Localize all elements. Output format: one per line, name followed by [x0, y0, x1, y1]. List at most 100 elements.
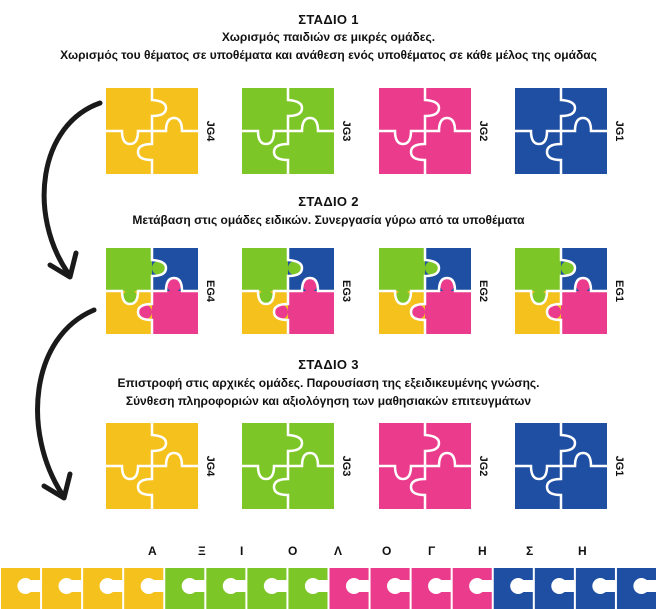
- puzzle-knob: [123, 290, 137, 304]
- strip-piece-notch-gap: [66, 580, 83, 592]
- puzzle-knob: [123, 130, 137, 144]
- puzzle-knob: [440, 278, 454, 292]
- puzzle-knob: [303, 453, 317, 467]
- puzzle-group: JG3: [242, 423, 364, 509]
- puzzle-icon: [242, 248, 334, 334]
- puzzle-knob: [576, 278, 590, 292]
- puzzle-piece: [242, 88, 288, 131]
- puzzle-label: JG2: [477, 120, 489, 142]
- puzzle-knob: [547, 145, 561, 159]
- puzzle-label: EG1: [613, 279, 625, 302]
- puzzle-knob: [167, 453, 181, 467]
- strip-piece-notch-gap: [641, 580, 657, 592]
- puzzle-group: EG3: [242, 248, 364, 334]
- puzzle-seam: [242, 248, 334, 334]
- strip-piece-notch-gap: [148, 580, 166, 592]
- puzzle-icon: [242, 88, 334, 174]
- puzzle-group: JG2: [379, 88, 501, 174]
- puzzle-piece: [106, 423, 152, 466]
- strip-piece-notch-gap: [189, 580, 207, 592]
- puzzle-knob: [561, 436, 575, 450]
- puzzle-seam: [515, 423, 607, 509]
- puzzle-piece: [561, 466, 607, 509]
- strip-piece-notch-gap: [312, 580, 330, 592]
- puzzle-piece: [515, 88, 561, 131]
- evaluation-letter: Η: [478, 544, 487, 558]
- puzzle-piece: [379, 88, 425, 131]
- evaluation-letter: Ο: [382, 544, 392, 558]
- puzzle-group: JG1: [515, 423, 637, 509]
- puzzle-label: JG4: [204, 455, 216, 477]
- puzzle-piece: [106, 248, 152, 291]
- curved-arrow-icon: [41, 100, 103, 280]
- curved-arrow-icon: [35, 307, 97, 501]
- evaluation-letter: Ο: [288, 544, 298, 558]
- puzzle-seam: [515, 88, 607, 174]
- evaluation-letter: Α: [148, 544, 157, 558]
- puzzle-group: EG1: [515, 248, 637, 334]
- puzzle-knob: [259, 130, 273, 144]
- puzzle-knob: [152, 261, 166, 275]
- puzzle-knob: [561, 101, 575, 115]
- puzzle-knob: [138, 480, 152, 494]
- puzzle-group: JG3: [242, 88, 364, 174]
- puzzle-knob: [547, 480, 561, 494]
- puzzle-piece: [515, 248, 561, 291]
- puzzle-knob: [440, 453, 454, 467]
- puzzle-piece: [379, 248, 425, 291]
- puzzle-icon: [106, 248, 198, 334]
- puzzle-knob: [425, 436, 439, 450]
- puzzle-piece: [152, 466, 198, 509]
- stage3-line2: Σύνθεση πληροφοριών και αξιολόγηση των μ…: [125, 394, 532, 408]
- puzzle-group: EG4: [106, 248, 228, 334]
- strip-piece-notch-gap: [107, 580, 125, 592]
- puzzle-knob: [259, 290, 273, 304]
- puzzle-label: EG3: [340, 279, 352, 302]
- stage2-line1: Μετάβαση στις ομάδες ειδικών. Συνεργασία…: [132, 213, 525, 227]
- stage3-title: ΣΤΑΔΙΟ 3: [298, 357, 359, 372]
- puzzle-knob: [576, 118, 590, 132]
- puzzle-knob: [167, 118, 181, 132]
- puzzle-knob: [532, 290, 546, 304]
- puzzle-knob: [167, 278, 181, 292]
- stage2-title: ΣΤΑΔΙΟ 2: [298, 194, 359, 209]
- puzzle-knob: [425, 261, 439, 275]
- strip-piece-notch-gap: [559, 580, 576, 592]
- puzzle-seam: [515, 248, 607, 334]
- puzzle-knob: [440, 118, 454, 132]
- puzzle-icon: [379, 88, 471, 174]
- puzzle-group: JG4: [106, 88, 228, 174]
- puzzle-icon: [515, 88, 607, 174]
- puzzle-knob: [547, 305, 561, 319]
- puzzle-seam: [242, 88, 334, 174]
- puzzle-knob: [396, 465, 410, 479]
- puzzle-piece: [242, 423, 288, 466]
- puzzle-knob: [532, 465, 546, 479]
- stage1-line2: Χωρισμός του θέματος σε υποθέματα και αν…: [60, 48, 597, 62]
- puzzle-knob: [123, 465, 137, 479]
- puzzle-icon: [106, 423, 198, 509]
- puzzle-knob: [411, 480, 425, 494]
- puzzle-knob: [138, 305, 152, 319]
- evaluation-letter: Σ: [526, 544, 534, 558]
- puzzle-seam: [106, 248, 198, 334]
- evaluation-puzzle-strip: [1, 568, 657, 609]
- puzzle-label: JG3: [340, 120, 352, 142]
- evaluation-letter: Γ: [428, 544, 436, 558]
- strip-piece-notch-gap: [230, 580, 248, 592]
- evaluation-letter: Ξ: [198, 544, 206, 558]
- puzzle-icon: [242, 423, 334, 509]
- puzzle-piece: [379, 423, 425, 466]
- puzzle-piece: [288, 466, 334, 509]
- puzzle-seam: [106, 423, 198, 509]
- puzzle-knob: [411, 305, 425, 319]
- puzzle-icon: [379, 248, 471, 334]
- puzzle-seam: [379, 423, 471, 509]
- puzzle-label: JG2: [477, 455, 489, 477]
- puzzle-icon: [379, 423, 471, 509]
- puzzle-piece: [152, 291, 198, 334]
- puzzle-icon: [515, 423, 607, 509]
- puzzle-group: JG2: [379, 423, 501, 509]
- puzzle-knob: [152, 436, 166, 450]
